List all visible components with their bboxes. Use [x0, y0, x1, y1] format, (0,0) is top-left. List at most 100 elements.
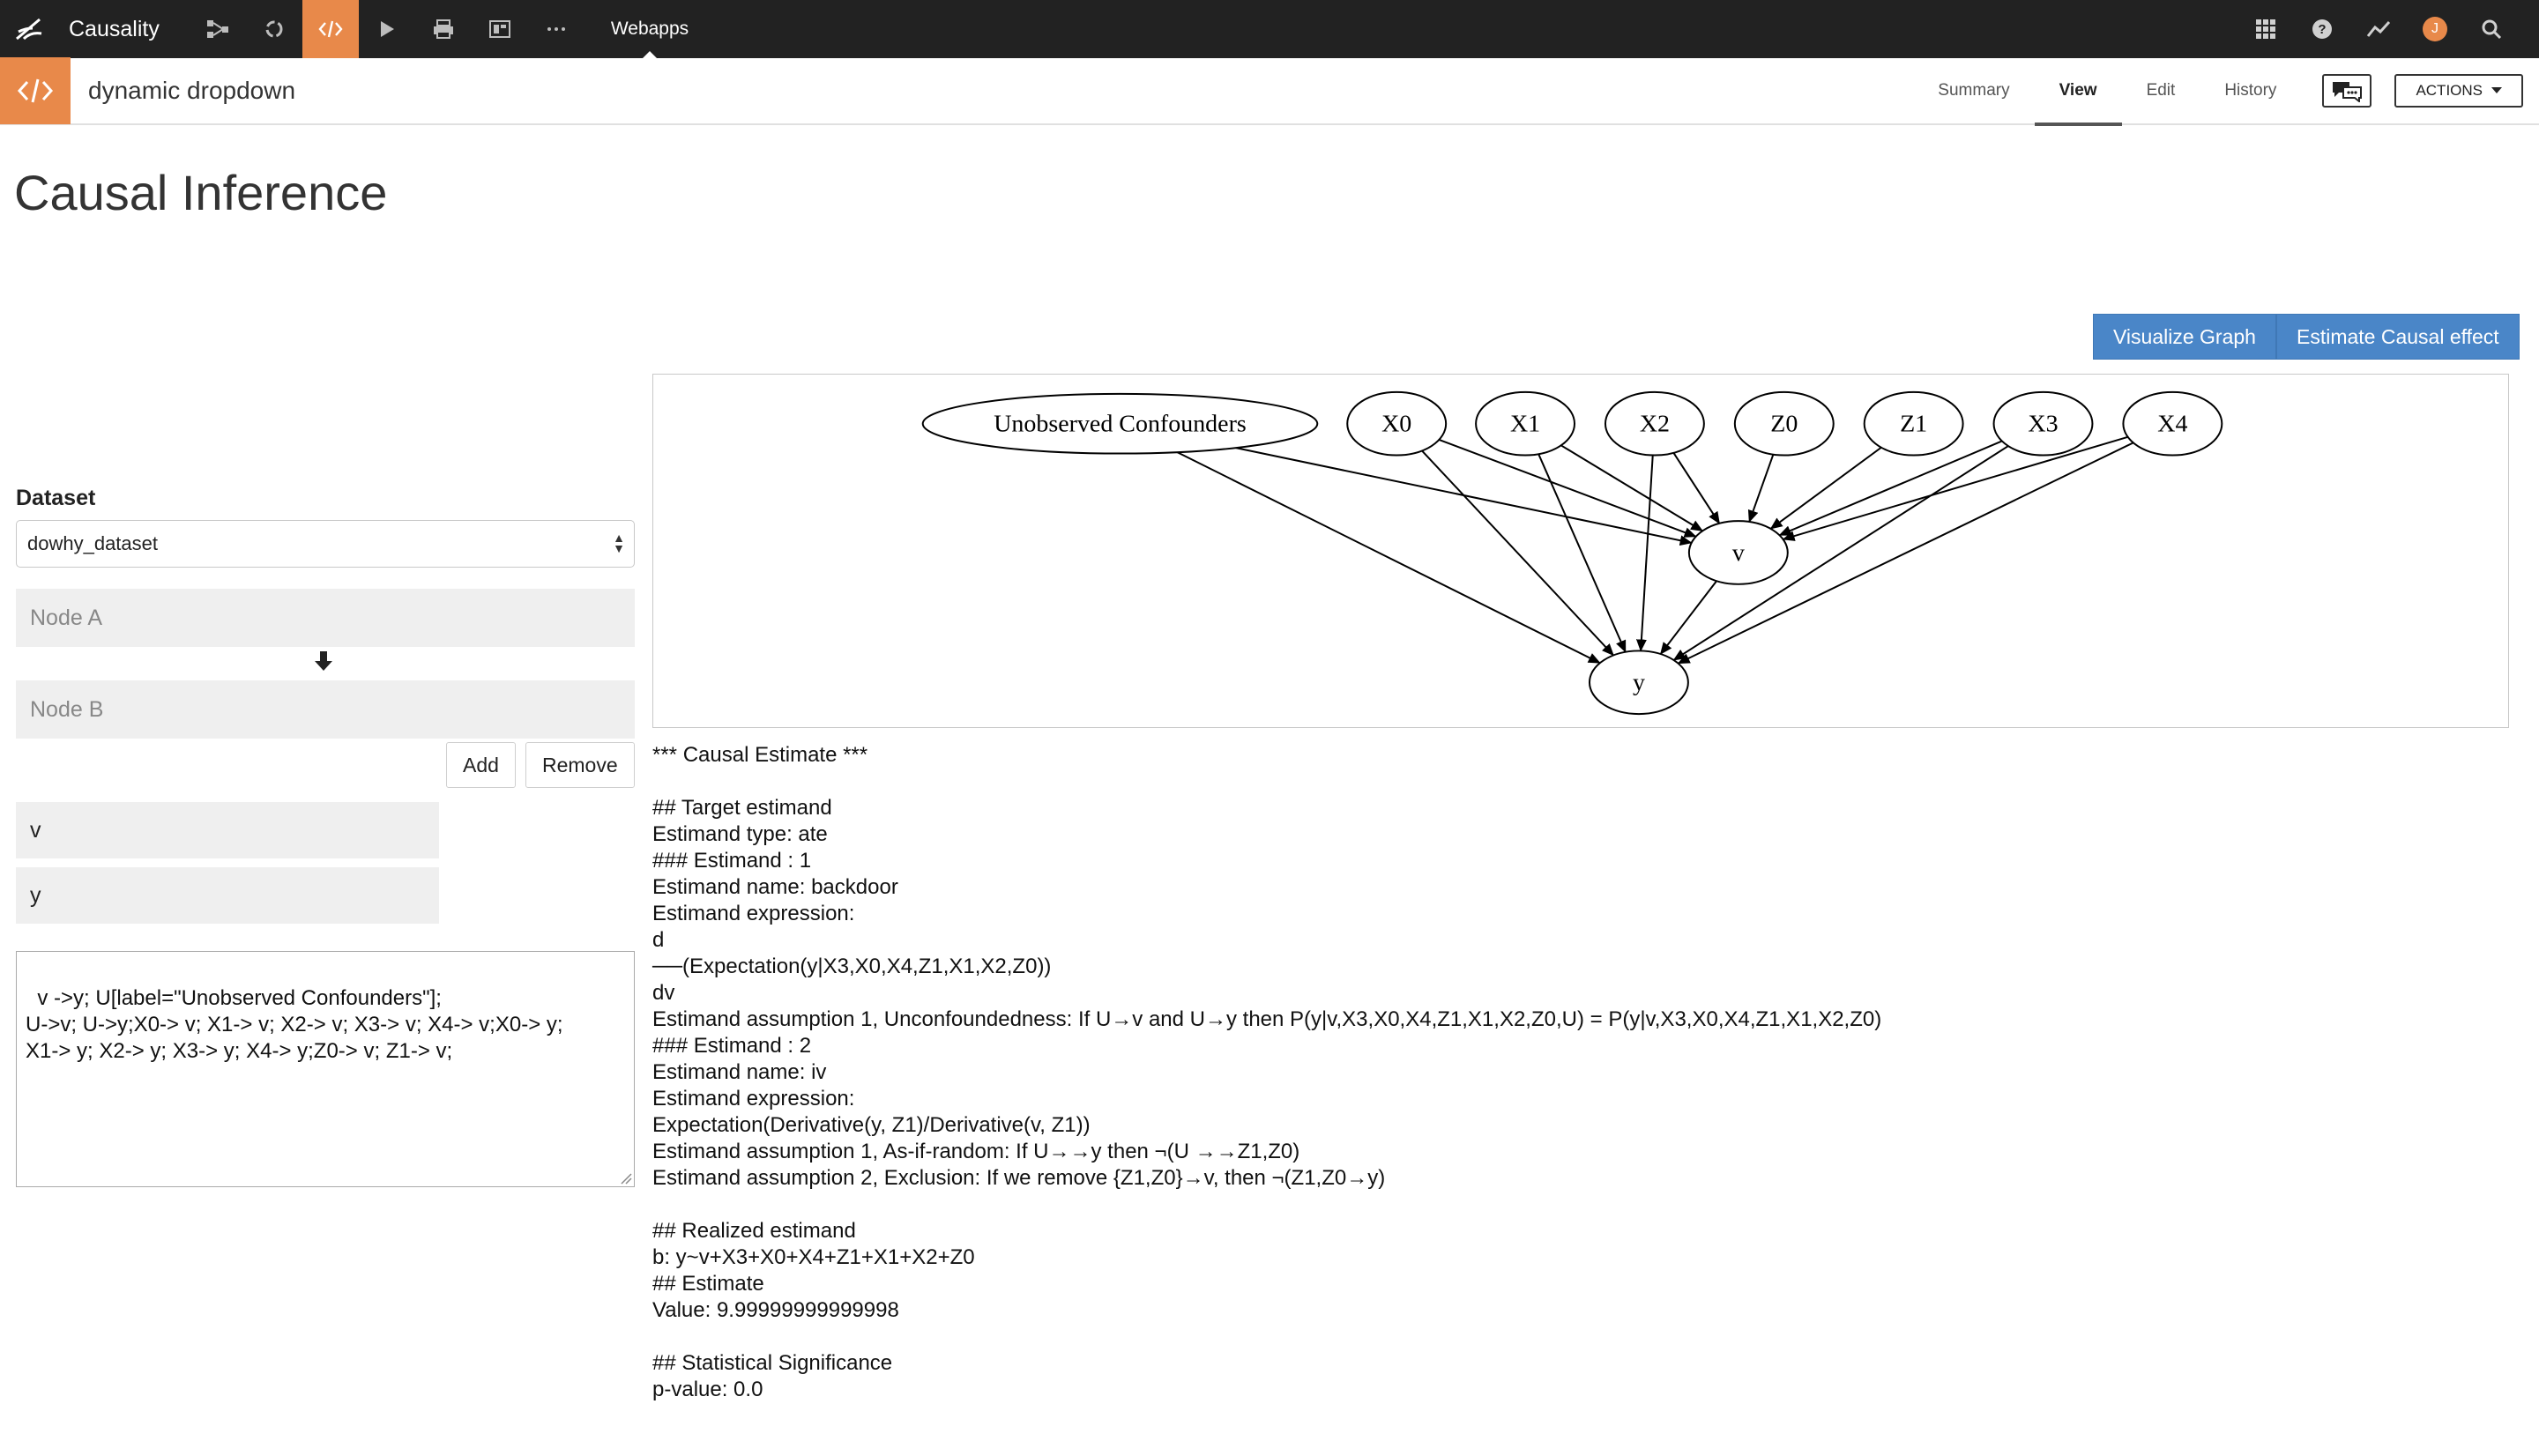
output-line: ## Target estimand [652, 796, 832, 820]
graph-node-label: X4 [2157, 411, 2187, 438]
remove-button[interactable]: Remove [525, 742, 635, 788]
active-caret-icon [643, 51, 657, 58]
graph-node-label: X2 [1640, 411, 1670, 438]
graph-definition-text: v ->y; U[label="Unobserved Confounders"]… [26, 986, 563, 1063]
output-line: Estimand name: backdoor [652, 875, 898, 899]
graph-edge-X3-y [1672, 445, 2009, 661]
webapp-title[interactable]: dynamic dropdown [88, 77, 296, 104]
graph-node-X3: X3 [1992, 390, 2094, 457]
graph-edge-X1-y [1538, 453, 1627, 653]
dashboard-icon[interactable] [472, 0, 528, 58]
graph-edge-X4-v [1782, 435, 2128, 541]
list-item[interactable]: v [16, 802, 439, 858]
output-line [652, 1192, 2504, 1218]
tab-view[interactable]: View [2034, 57, 2122, 126]
output-line: Estimand assumption 2, Exclusion: If we … [652, 1166, 1386, 1190]
actions-dropdown-button[interactable]: ACTIONS [2394, 74, 2523, 108]
graph-node-X1: X1 [1475, 390, 1576, 457]
graph-edge-v-y [1659, 580, 1717, 655]
output-line: dv [652, 981, 675, 1005]
graph-definition-textarea[interactable]: v ->y; U[label="Unobserved Confounders"]… [16, 951, 635, 1187]
output-line: ### Estimand : 1 [652, 849, 812, 873]
tab-summary[interactable]: Summary [1938, 81, 2010, 100]
graph-edge-Z0-v [1747, 454, 1775, 523]
output-line: Estimand assumption 1, As-if-random: If … [652, 1140, 1300, 1163]
graph-node-Z1: Z1 [1863, 390, 1964, 457]
object-header: dynamic dropdown Summary View Edit Histo… [0, 57, 2539, 126]
graph-node-Z0: Z0 [1733, 390, 1835, 457]
graph-node-ellipse [1588, 650, 1689, 716]
apps-grid-icon[interactable] [2237, 0, 2294, 58]
dataset-select[interactable]: dowhy_dataset ▲▼ [16, 520, 635, 568]
tab-history[interactable]: History [2224, 81, 2277, 100]
svg-text:?: ? [2318, 22, 2326, 37]
graph-node-ellipse [1733, 390, 1835, 457]
estimate-causal-effect-button[interactable]: Estimate Causal effect [2276, 314, 2520, 360]
output-line: Estimand assumption 1, Unconfoundedness:… [652, 1007, 1882, 1031]
print-icon[interactable] [415, 0, 472, 58]
resize-handle-icon[interactable] [620, 1172, 632, 1185]
output-line: Estimand expression: [652, 902, 855, 925]
causal-graph-panel: Unobserved Confounders X0 X1 X2 Z0 Z1 X3 X4 v y [652, 374, 2509, 728]
graph-node-ellipse [1992, 390, 2094, 457]
webapps-label: Webapps [610, 19, 689, 39]
graph-node-U: Unobserved Confounders [921, 392, 1319, 455]
node-a-input[interactable]: Node A [16, 589, 635, 647]
node-b-input[interactable]: Node B [16, 680, 635, 739]
search-icon[interactable] [2463, 0, 2520, 58]
avatar-initial: J [2423, 17, 2447, 41]
play-icon[interactable] [359, 0, 415, 58]
visualize-graph-button[interactable]: Visualize Graph [2093, 314, 2276, 360]
output-line: Estimand name: iv [652, 1060, 827, 1084]
output-line: Estimand type: ate [652, 822, 828, 846]
graph-edge-X0-y [1421, 449, 1614, 657]
discussions-button[interactable] [2322, 74, 2372, 108]
graph-edge-X1-v [1560, 444, 1704, 532]
graph-node-label: Z0 [1770, 411, 1798, 438]
dataiku-logo-icon[interactable] [0, 0, 58, 58]
page-title: Causal Inference [14, 165, 388, 220]
output-line: ## Realized estimand [652, 1219, 856, 1243]
webapp-code-icon [0, 57, 71, 124]
graph-node-ellipse [1346, 390, 1448, 457]
output-line [652, 769, 2504, 795]
user-avatar[interactable]: J [2407, 0, 2463, 58]
tab-edit[interactable]: Edit [2146, 81, 2176, 100]
project-name[interactable]: Causality [69, 16, 160, 41]
code-icon[interactable] [302, 0, 359, 58]
webapps-breadcrumb[interactable]: Webapps [611, 0, 689, 58]
help-icon[interactable]: ? [2294, 0, 2350, 58]
graph-edge-X2-v [1672, 452, 1721, 524]
output-line: ## Statistical Significance [652, 1351, 893, 1375]
output-line: Value: 9.99999999999998 [652, 1298, 899, 1322]
graph-node-label: X3 [2028, 411, 2058, 438]
output-line: *** Causal Estimate *** [652, 743, 868, 767]
graph-node-label: X0 [1381, 411, 1411, 438]
add-button[interactable]: Add [446, 742, 516, 788]
graph-node-label: y [1633, 669, 1645, 696]
graph-node-X4: X4 [2122, 390, 2223, 457]
graph-node-ellipse [1863, 390, 1964, 457]
graph-edge-Z1-v [1769, 446, 1882, 530]
graph-node-label: Unobserved Confounders [994, 411, 1247, 438]
actions-label: ACTIONS [2416, 82, 2483, 99]
dataset-selected-value: dowhy_dataset [27, 532, 158, 554]
arrow-down-icon [314, 650, 333, 679]
more-icon[interactable] [528, 0, 584, 58]
list-item[interactable]: y [16, 867, 439, 924]
graph-node-label: v [1732, 539, 1745, 567]
select-arrows-icon: ▲▼ [613, 531, 625, 555]
output-line: ### Estimand : 2 [652, 1034, 812, 1058]
flow-icon[interactable] [190, 0, 246, 58]
graph-edge-X2-y [1635, 455, 1654, 652]
output-line: ## Estimate [652, 1272, 764, 1296]
graph-node-ellipse [921, 392, 1319, 455]
causal-graph: Unobserved Confounders X0 X1 X2 Z0 Z1 X3 X4 v y [921, 390, 2223, 716]
recycle-icon[interactable] [246, 0, 302, 58]
graph-edge-X4-y [1677, 442, 2134, 665]
graph-node-y: y [1588, 650, 1689, 716]
graph-node-ellipse [2122, 390, 2223, 457]
output-line [652, 1324, 2504, 1350]
activity-chart-icon[interactable] [2350, 0, 2407, 58]
graph-edge-U-y [1176, 451, 1601, 665]
